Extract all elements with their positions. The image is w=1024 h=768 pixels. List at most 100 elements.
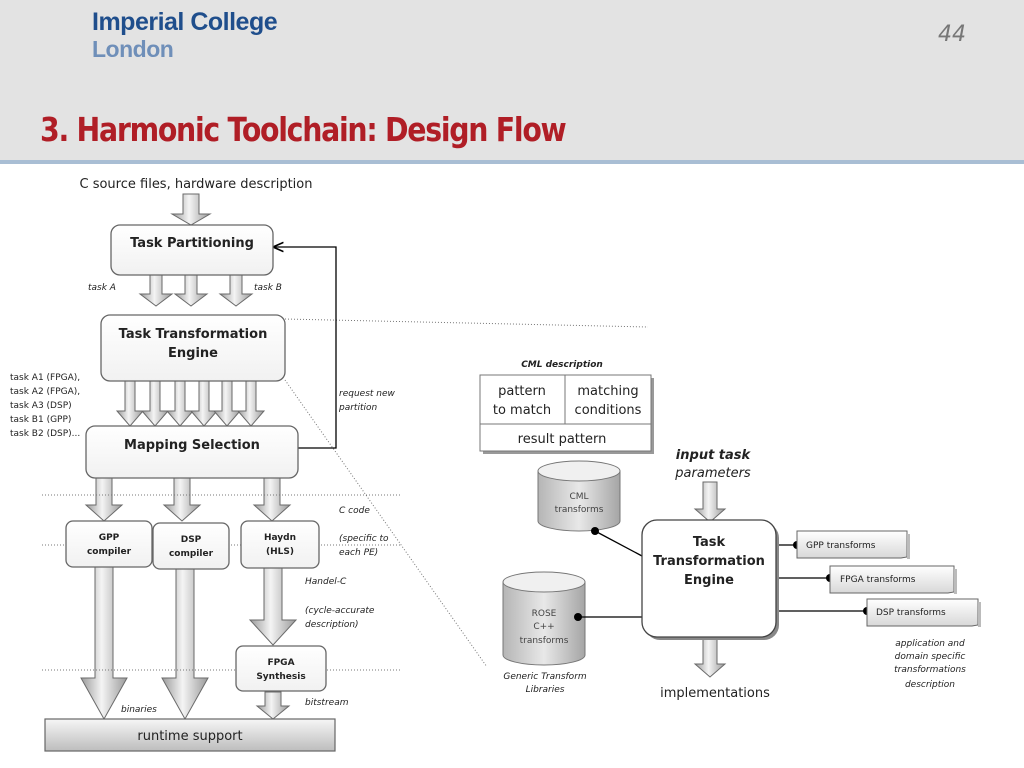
subtask-arrow-1 [115,380,145,427]
gpp-label-line2: compiler [87,547,132,557]
fpga-synthesis-box [235,645,327,692]
rose-label-line2: C++ [533,622,554,632]
request-partition-arrow [273,247,337,449]
tte-detail-label-line3: Engine [684,573,734,588]
matching-label-line1: matching [577,384,638,399]
generic-label-line2: Libraries [526,685,565,695]
binaries-label: binaries [121,705,157,715]
gpp-label-line1: GPP [99,533,120,543]
haydn-output-arrow [248,567,298,646]
handel-c-label: Handel-C [305,577,347,587]
runtime-support-bar [44,718,336,752]
tte-detail-box [641,519,777,638]
slide-number: 44 [938,22,966,47]
rose-label-line3: transforms [520,636,569,646]
result-pattern-label: result pattern [518,432,607,447]
dsp-compiler-box [152,522,230,570]
fpga-transforms-label: FPGA transforms [840,575,916,585]
input-arrow [170,193,212,226]
task-list-item-2: task A2 (FPGA), [10,387,80,397]
task-b-arrow [218,274,254,307]
tte-detail-label-line1: Task [693,535,726,550]
cml-transforms-database [537,460,621,532]
rose-transforms-database [502,571,586,666]
app-label-line1: application and [895,639,965,649]
haydn-label-line2: (HLS) [266,547,294,557]
fpga-label-line1: FPGA [267,658,294,668]
bitstream-arrow [255,691,291,720]
task-list-item-3: task A3 (DSP) [10,401,72,411]
matching-label-line2: conditions [575,403,642,418]
task-list-item-5: task B2 (DSP)... [10,429,80,439]
bitstream-label: bitstream [305,698,349,708]
cml-connector [594,530,643,557]
parameters-label: parameters [674,466,751,481]
dsp-feed-arrow [162,477,202,522]
task-list-item-4: task B1 (GPP) [10,415,71,425]
specific-label-line1: (specific to [339,534,389,544]
task-a-label: task A [88,283,116,293]
implementations-arrow [693,636,727,678]
subtask-arrow-6 [236,380,266,427]
cml-description-label: CML description [521,360,603,370]
task-b-label: task B [254,283,282,293]
cml-db-label-line2: transforms [555,505,604,515]
input-label: C source files, hardware description [80,177,313,192]
rose-label-line1: ROSE [532,609,557,619]
dsp-transforms-label: DSP transforms [876,608,946,618]
runtime-support-label: runtime support [137,729,242,744]
haydn-box [240,520,320,569]
task-transformation-engine-box [100,314,286,382]
subtask-arrow-2 [140,380,170,427]
task-partitioning-box [110,224,274,276]
tte-detail-label-line2: Transformation [653,554,765,569]
slide-header [0,0,1024,160]
pattern-label-line1: pattern [498,384,546,399]
tte-label-line1: Task Transformation [119,327,268,342]
task-mid-arrow [173,274,209,307]
college-logo-line2: London [92,36,174,62]
college-logo-line1: Imperial College [92,8,278,36]
gpp-feed-arrow [84,477,124,522]
gpp-transforms-label: GPP transforms [806,541,876,551]
gpp-transforms-tag [796,530,908,559]
dsp-label-line2: compiler [169,549,214,559]
pattern-label-line2: to match [493,403,551,418]
subtask-arrow-5 [212,380,242,427]
cycle-label-line2: description) [305,620,359,630]
task-partitioning-label: Task Partitioning [130,236,254,251]
cml-connector-dot [591,527,599,535]
cycle-label-line1: (cycle-accurate [305,606,375,616]
app-label-line2: domain specific [895,652,966,662]
gpp-binaries-arrow [80,566,128,721]
dsp-transforms-tag [866,598,979,627]
haydn-feed-arrow [252,477,292,522]
zoom-line-top [284,318,649,328]
mapping-selection-label: Mapping Selection [124,438,260,453]
header-divider [0,160,1024,164]
request-label-line1: request new [339,389,396,399]
input-task-arrow [693,481,727,523]
cml-table [479,374,654,454]
cml-db-label-line1: CML [569,492,588,502]
dsp-binaries-arrow [161,568,209,721]
app-label-line4: description [905,680,955,690]
c-code-label: C code [339,506,370,516]
dsp-label-line1: DSP [181,535,202,545]
mapping-selection-box [85,425,299,479]
fpga-transforms-tag [829,565,955,594]
specific-label-line2: each PE) [339,548,378,558]
tte-label-line2: Engine [168,346,218,361]
request-label-line2: partition [338,403,377,413]
task-list-item-1: task A1 (FPGA), [10,373,80,383]
subtask-arrow-3 [165,380,195,427]
subtask-arrow-4 [189,380,219,427]
implementations-label: implementations [660,686,770,701]
input-task-label: input task [676,448,752,463]
task-a-arrow [138,274,174,307]
rose-connector-dot [574,613,582,621]
slide-title: 3. Harmonic Toolchain: Design Flow [40,110,567,149]
gpp-compiler-box [65,520,153,568]
app-label-line3: transformations [894,665,966,675]
